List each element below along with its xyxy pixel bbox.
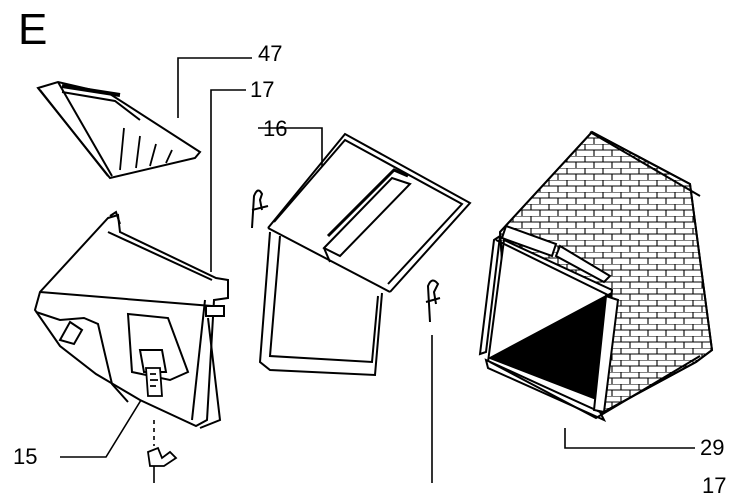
callout-17: 17 xyxy=(250,77,275,102)
callout-15: 15 xyxy=(13,444,38,469)
callout-29: 29 xyxy=(700,435,725,460)
leader-lines xyxy=(60,57,695,483)
r-clip-pin-icon xyxy=(251,189,441,323)
callout-16: 16 xyxy=(263,116,288,141)
leader-47 xyxy=(177,57,252,118)
leader-16 xyxy=(258,127,323,166)
latch-clip-icon xyxy=(145,367,178,467)
callout-47: 47 xyxy=(258,41,283,66)
leader-15 xyxy=(60,391,147,458)
callout-17-bottom: 17 xyxy=(702,473,727,498)
leader-29 xyxy=(564,428,695,449)
exploded-view-drawing xyxy=(33,57,714,483)
section-letter: E xyxy=(18,5,48,54)
grass-bag-icon xyxy=(478,130,714,423)
deflector-cover-icon xyxy=(36,80,202,180)
leader-17 xyxy=(210,89,246,272)
discharge-chute-icon xyxy=(33,210,229,429)
parts-diagram-page: E xyxy=(13,5,727,497)
bag-frame-icon xyxy=(258,132,472,377)
